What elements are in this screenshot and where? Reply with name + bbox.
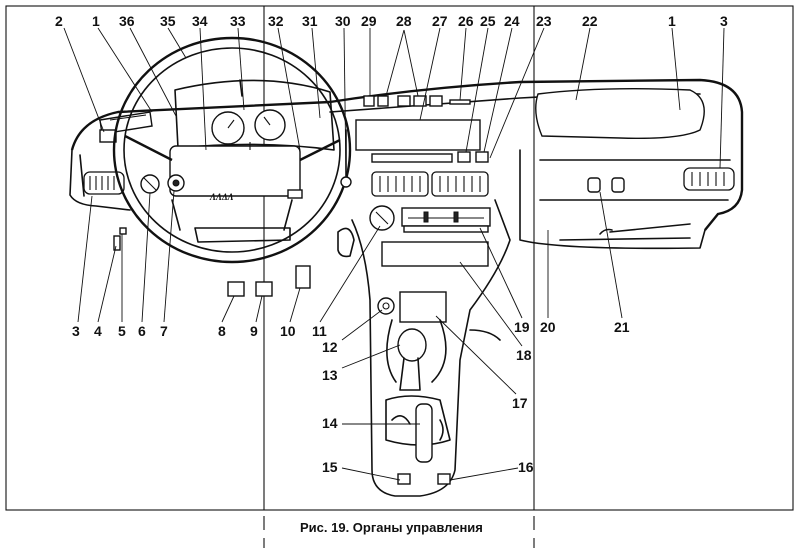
callout-11: 11 [312, 323, 327, 339]
steering-hub [169, 145, 301, 197]
glovebox-recess [535, 87, 705, 140]
callout-18: 18 [516, 347, 532, 363]
callout-30: 30 [335, 13, 351, 29]
parking-brake-lever-icon [415, 403, 433, 463]
gear-lever [386, 319, 447, 391]
leader-lines [63, 27, 725, 481]
storage-tray [381, 241, 489, 267]
brake-pedal-icon [255, 281, 273, 297]
stalk-switch-icon [340, 176, 352, 188]
callout-17: 17 [512, 395, 528, 411]
figure-border [5, 5, 794, 548]
callout-19: 19 [514, 319, 530, 335]
callout-6: 6 [138, 323, 146, 339]
side-trim [337, 227, 355, 258]
switch-15-icon [397, 473, 411, 485]
clutch-pedal-icon [227, 281, 245, 297]
ashtray [399, 291, 447, 323]
glovebox-latch-icon [587, 177, 601, 193]
steering-logo: ΛΛΔΛ [209, 192, 234, 202]
callout-35: 35 [160, 13, 176, 29]
lever-icon [113, 235, 121, 251]
hood-release-icon [119, 227, 127, 235]
left-air-vent [83, 171, 125, 195]
pedals [227, 265, 311, 297]
figure-caption: Рис. 19. Органы управления [300, 520, 483, 535]
callout-3-left: 3 [72, 323, 80, 339]
knee-panel [194, 227, 291, 243]
callout-22: 22 [582, 13, 598, 29]
callout-34: 34 [192, 13, 208, 29]
center-switches [363, 95, 471, 107]
callout-20: 20 [540, 319, 556, 335]
callout-14: 14 [322, 415, 338, 431]
callout-26: 26 [458, 13, 474, 29]
heater-controls [369, 205, 491, 233]
center-air-vents [371, 171, 489, 197]
callout-9: 9 [250, 323, 258, 339]
right-air-vent [683, 167, 735, 191]
callout-5: 5 [118, 323, 126, 339]
callout-29: 29 [361, 13, 377, 29]
instrument-cluster [174, 79, 335, 151]
cassette-slot [371, 153, 453, 163]
accelerator-pedal-icon [295, 265, 311, 289]
callout-1-right: 1 [668, 13, 676, 29]
parking-brake [385, 395, 451, 463]
callout-15: 15 [322, 459, 338, 475]
callout-21: 21 [614, 319, 630, 335]
callout-28: 28 [396, 13, 412, 29]
callout-33: 33 [230, 13, 246, 29]
callout-numbers: 2 1 36 35 34 33 32 31 30 29 28 27 26 25 … [55, 13, 728, 475]
callout-2: 2 [55, 13, 63, 29]
callout-36: 36 [119, 13, 135, 29]
steering-wheel: ΛΛΔΛ [112, 36, 352, 264]
callout-13: 13 [322, 367, 338, 383]
callout-12: 12 [322, 339, 338, 355]
radio-slot [355, 119, 481, 151]
callout-3-right: 3 [720, 13, 728, 29]
switch-25-icon [457, 151, 471, 163]
left-control-knobs [140, 174, 185, 194]
callout-31: 31 [302, 13, 318, 29]
switch-24-icon [475, 151, 489, 163]
callout-4: 4 [94, 323, 102, 339]
callout-1: 1 [92, 13, 100, 29]
glovebox-handle-icon [611, 177, 625, 193]
callout-7: 7 [160, 323, 168, 339]
callout-10: 10 [280, 323, 296, 339]
callout-32: 32 [268, 13, 284, 29]
callout-25: 25 [480, 13, 496, 29]
callout-16: 16 [518, 459, 534, 475]
switch-16-icon [437, 473, 451, 485]
callout-8: 8 [218, 323, 226, 339]
gear-knob-icon [397, 328, 427, 362]
callout-23: 23 [536, 13, 552, 29]
callout-27: 27 [432, 13, 448, 29]
clock-display-icon [449, 99, 471, 105]
callout-24: 24 [504, 13, 520, 29]
heater-slider-panel [401, 207, 491, 227]
